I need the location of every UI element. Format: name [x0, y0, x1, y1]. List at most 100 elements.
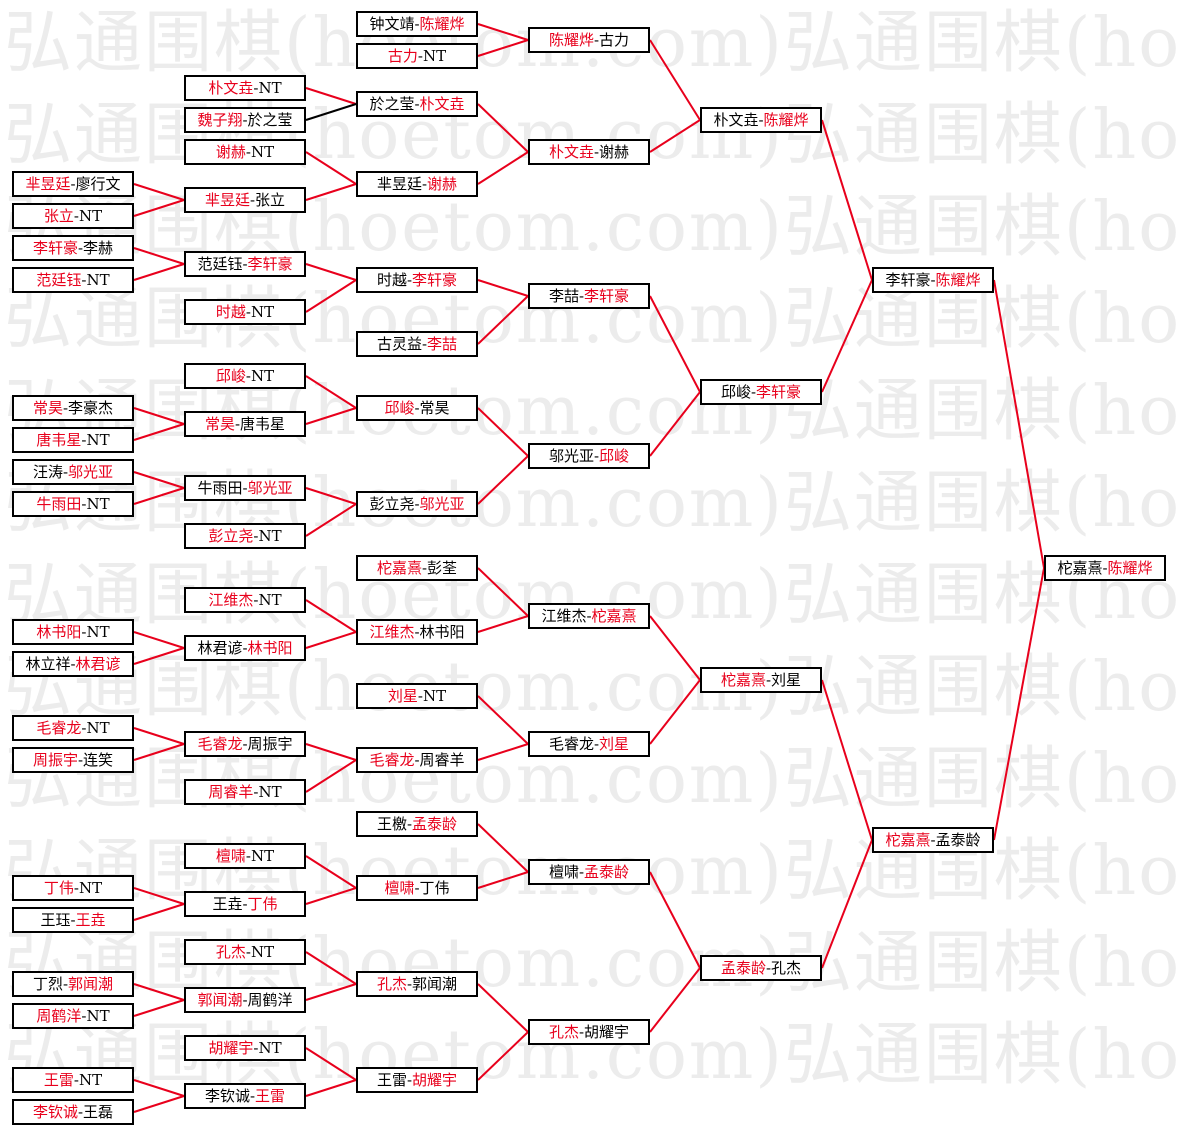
player-name: 邬光亚 — [68, 463, 114, 481]
player-name: NT — [258, 591, 282, 609]
match-box: 林书阳-NT — [12, 619, 134, 645]
separator: - — [242, 895, 248, 913]
separator: - — [242, 479, 248, 497]
player-name: 孔杰 — [215, 943, 246, 961]
player-name: 朴文垚 — [548, 143, 594, 161]
separator: - — [1102, 559, 1108, 577]
player-name: NT — [250, 303, 275, 321]
bracket-connector — [305, 279, 357, 313]
match-box: 柁嘉熹-陈耀烨 — [1044, 555, 1166, 581]
player-name: 邬光亚 — [247, 479, 293, 497]
bracket-connector — [649, 39, 701, 121]
player-name: 朴文垚 — [713, 111, 759, 129]
player-name: 林君谚 — [197, 639, 243, 657]
bracket-connector — [649, 871, 701, 969]
bracket-connector — [133, 727, 185, 745]
bracket-connector — [133, 1079, 185, 1097]
separator: - — [81, 431, 87, 449]
bracket-connector — [305, 375, 357, 409]
player-name: 李钦诚 — [204, 1087, 250, 1105]
bracket-connector — [477, 871, 529, 889]
bracket-connector — [477, 983, 529, 1033]
player-name: 李轩豪 — [412, 271, 458, 289]
match-box: 毛睿龙-周振宇 — [184, 731, 306, 757]
match-box: 朴文垚-NT — [184, 75, 306, 101]
match-box: 王雷-胡耀宇 — [356, 1067, 478, 1093]
bracket-connector — [305, 503, 357, 537]
player-name: 王垚 — [212, 895, 243, 913]
separator: - — [414, 399, 420, 417]
separator: - — [414, 879, 420, 897]
separator: - — [758, 111, 764, 129]
player-name: 邱峻 — [720, 383, 751, 401]
player-name: 时越 — [376, 271, 407, 289]
bracket-connector — [649, 967, 701, 1033]
separator: - — [249, 1087, 256, 1105]
match-box: 彭立尧-NT — [184, 523, 306, 549]
bracket-connector — [305, 151, 357, 185]
separator: - — [245, 303, 251, 321]
bracket-connector — [133, 263, 185, 281]
player-name: 毛睿龙 — [369, 751, 415, 769]
player-name: NT — [422, 687, 447, 705]
match-box: 牛雨田-NT — [12, 491, 134, 517]
bracket-connector — [305, 951, 357, 985]
bracket-connector — [477, 823, 529, 873]
player-name: 周睿羊 — [419, 751, 465, 769]
match-box: 谢赫-NT — [184, 139, 306, 165]
match-box: 古力-NT — [356, 43, 478, 69]
bracket-connector — [133, 1095, 185, 1113]
match-box: 唐韦星-NT — [12, 427, 134, 453]
separator: - — [406, 271, 413, 289]
separator: - — [421, 335, 428, 353]
bracket-connector — [477, 455, 529, 505]
match-box: 胡耀宇-NT — [184, 1035, 306, 1061]
player-name: 林书阳 — [419, 623, 465, 641]
player-name: 时越 — [215, 303, 246, 321]
separator: - — [81, 719, 87, 737]
player-name: 柁嘉熹 — [1057, 559, 1103, 577]
player-name: 彭荃 — [427, 559, 458, 577]
player-name: 李钦诚 — [32, 1103, 78, 1121]
player-name: 林立祥 — [25, 655, 71, 673]
player-name: 丁烈 — [32, 975, 63, 993]
separator: - — [930, 831, 936, 849]
bracket-connector — [649, 295, 701, 393]
player-name: 丁伟 — [247, 895, 278, 913]
bracket-connector — [821, 119, 873, 281]
separator: - — [81, 495, 87, 513]
match-box: 周鹤洋-NT — [12, 1003, 134, 1029]
player-name: 李轩豪 — [32, 239, 78, 257]
player-name: 李轩豪 — [756, 383, 802, 401]
bracket-connector — [305, 103, 357, 121]
match-box: 古灵益-李喆 — [356, 331, 478, 357]
match-box: 孔杰-胡耀宇 — [528, 1019, 650, 1045]
separator: - — [417, 47, 423, 65]
match-box: 邬光亚-邱峻 — [528, 443, 650, 469]
match-box: 朴文垚-陈耀烨 — [700, 107, 822, 133]
separator: - — [578, 863, 585, 881]
player-name: 周睿羊 — [208, 783, 254, 801]
bracket-connector — [649, 679, 701, 745]
bracket-connector — [305, 407, 357, 425]
bracket-connector — [133, 471, 185, 489]
player-name: 江维杰 — [208, 591, 254, 609]
player-name: 於之莹 — [369, 95, 415, 113]
separator: - — [406, 975, 413, 993]
match-box: 李喆-李轩豪 — [528, 283, 650, 309]
separator: - — [70, 655, 76, 673]
bracket-connector — [305, 87, 357, 105]
player-name: NT — [250, 367, 275, 385]
player-name: 毛睿龙 — [197, 735, 243, 753]
bracket-connector — [305, 487, 357, 505]
match-box: 柁嘉熹-刘星 — [700, 667, 822, 693]
bracket-connector — [133, 407, 185, 425]
bracket-connector — [305, 1079, 357, 1097]
player-name: NT — [78, 879, 103, 897]
bracket-connector — [133, 983, 185, 1001]
bracket-connector — [477, 407, 529, 457]
player-name: 常昊 — [32, 399, 63, 417]
separator: - — [77, 239, 84, 257]
player-name: 李轩豪 — [584, 287, 630, 305]
bracket-connector — [649, 119, 701, 153]
